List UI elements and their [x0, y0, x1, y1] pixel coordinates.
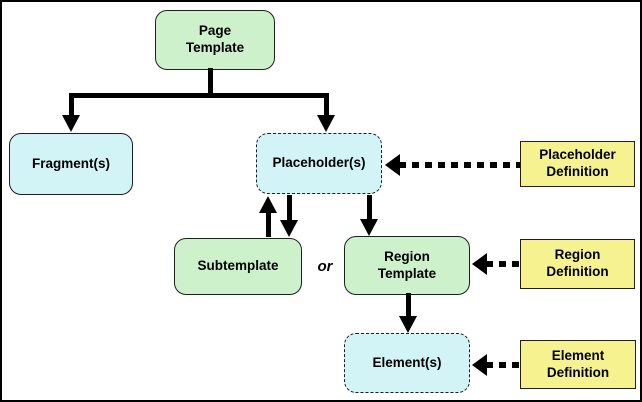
arrow-placeholder-definition-head: [385, 154, 400, 176]
arrow-placeholders-to-subtemplate-shaft: [287, 195, 292, 221]
arrow-to-fragments-head: [62, 115, 80, 132]
arrow-subtemplate-to-placeholders-head: [259, 196, 277, 213]
node-placeholder-definition: Placeholder Definition: [520, 141, 635, 187]
node-element-definition: Element Definition: [520, 340, 636, 389]
node-placeholders: Placeholder(s): [256, 133, 382, 194]
arrow-to-placeholders-shaft: [324, 93, 329, 116]
arrow-element-definition-shaft: [486, 362, 520, 368]
arrow-to-fragments-shaft: [69, 93, 74, 116]
arrow-branch-horizontal: [69, 93, 329, 98]
arrow-placeholder-definition-shaft: [399, 162, 520, 168]
arrow-placeholders-to-region-shaft: [367, 195, 372, 221]
node-page-template: Page Template: [155, 10, 275, 70]
arrow-placeholders-to-subtemplate-head: [280, 220, 298, 237]
arrow-page-template-stem: [208, 68, 213, 96]
arrow-region-definition-head: [472, 253, 487, 275]
arrow-region-definition-shaft: [486, 261, 520, 267]
arrow-to-placeholders-head: [317, 115, 335, 132]
node-subtemplate: Subtemplate: [174, 238, 302, 295]
node-region-definition: Region Definition: [520, 239, 635, 289]
arrow-placeholders-to-region-head: [360, 219, 378, 236]
arrow-region-to-elements-shaft: [406, 293, 411, 317]
arrow-subtemplate-to-placeholders-shaft: [266, 211, 271, 237]
node-fragments: Fragment(s): [9, 133, 133, 195]
node-region-template: Region Template: [344, 236, 470, 295]
arrow-region-to-elements-head: [399, 316, 417, 333]
or-label: or: [317, 257, 333, 275]
node-elements: Element(s): [344, 333, 470, 393]
arrow-element-definition-head: [472, 354, 487, 376]
